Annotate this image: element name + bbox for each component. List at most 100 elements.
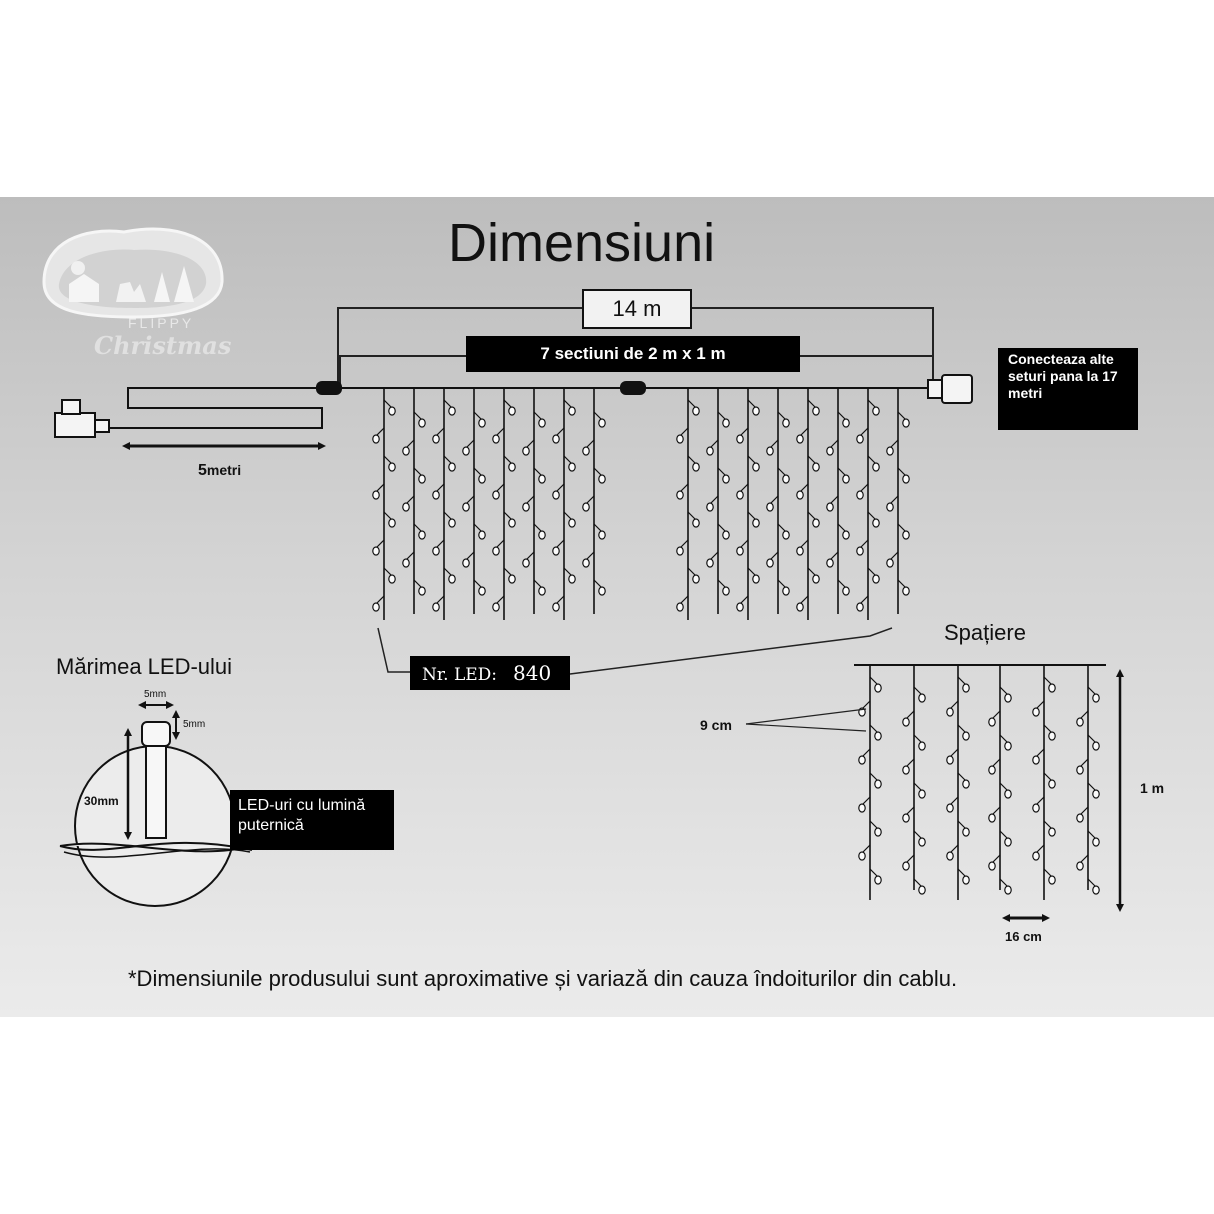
led-wire [837,523,847,533]
led-icon [946,755,954,765]
led-icon [856,602,864,612]
led-icon [946,851,954,861]
led-icon [766,558,774,568]
led-icon [766,502,774,512]
power-plug-icon [54,399,110,438]
led-wire [413,411,423,421]
led-wire [799,595,809,605]
led-icon [826,446,834,456]
led-wire [837,467,847,477]
led-icon [1048,779,1056,789]
led-icon [752,518,760,528]
led-icon [736,602,744,612]
led-wire [525,439,535,449]
led-icon [874,731,882,741]
led-wire [1035,796,1045,806]
led-wire [585,551,595,561]
led-wire [897,411,907,421]
led-icon [886,558,894,568]
led-wire [679,483,689,493]
led-icon [492,434,500,444]
led-curtain [372,388,910,620]
led-wire [679,595,689,605]
led-wire [1035,844,1045,854]
led-wire [563,399,573,409]
led-wire [889,439,899,449]
led-icon [552,490,560,500]
led-wire [503,511,513,521]
led-wire [495,595,505,605]
led-wire [991,854,1001,864]
led-icon [448,574,456,584]
led-icon [988,765,996,775]
led-size-title: Mărimea LED-ului [56,654,233,679]
led-icon [858,851,866,861]
led-wire [739,539,749,549]
led-icon [842,586,850,596]
led-icon [918,885,926,895]
led-icon [676,546,684,556]
led-icon [812,406,820,416]
led-icon [886,502,894,512]
led-wire [413,467,423,477]
led-count-pointer-left [377,627,410,673]
led-wire [593,579,603,589]
led-icon [706,558,714,568]
led-wire [717,523,727,533]
lead-cable [108,387,323,429]
led-icon [388,518,396,528]
led-icon [478,474,486,484]
sections-box: 7 sectiuni de 2 m x 1 m [466,336,800,372]
led-wire [829,551,839,561]
led-wire [555,427,565,437]
led-icon [752,406,760,416]
led-icon [1004,837,1012,847]
led-wire [687,511,697,521]
led-icon [766,446,774,456]
led-wire [1079,806,1089,816]
led-wire [739,595,749,605]
led-wire [593,411,603,421]
led-icon [492,490,500,500]
led-wire [807,567,817,577]
led-wire [1043,820,1053,830]
led-icon [538,474,546,484]
led-icon [736,546,744,556]
led-icon [388,406,396,416]
led-wire [473,411,483,421]
led-icon [492,602,500,612]
led-wire [473,523,483,533]
led-icon [568,518,576,528]
led-wire [949,700,959,710]
led-icon [1032,803,1040,813]
led-icon [812,518,820,528]
led-icon [1004,789,1012,799]
led-icon [782,418,790,428]
led-wire [889,495,899,505]
led-wire [563,511,573,521]
led-wire [999,686,1009,696]
led-wire [585,495,595,505]
led-wire [905,758,915,768]
led-icon [692,574,700,584]
led-wire [889,551,899,561]
led-wire [525,495,535,505]
led-icon [812,574,820,584]
led-icon [508,518,516,528]
led-icon [1048,827,1056,837]
led-wire [897,467,907,477]
led-icon [874,875,882,885]
led-icon [872,462,880,472]
led-wire [435,539,445,549]
led-icon [582,446,590,456]
page-title: Dimensiuni [448,213,716,273]
led-icon [902,530,910,540]
led-icon [418,418,426,428]
led-wire [443,455,453,465]
led-icon [568,462,576,472]
led-icon [706,502,714,512]
led-wire [555,539,565,549]
led-icon [722,586,730,596]
led-wire [1087,830,1097,840]
led-wire [1087,878,1097,888]
